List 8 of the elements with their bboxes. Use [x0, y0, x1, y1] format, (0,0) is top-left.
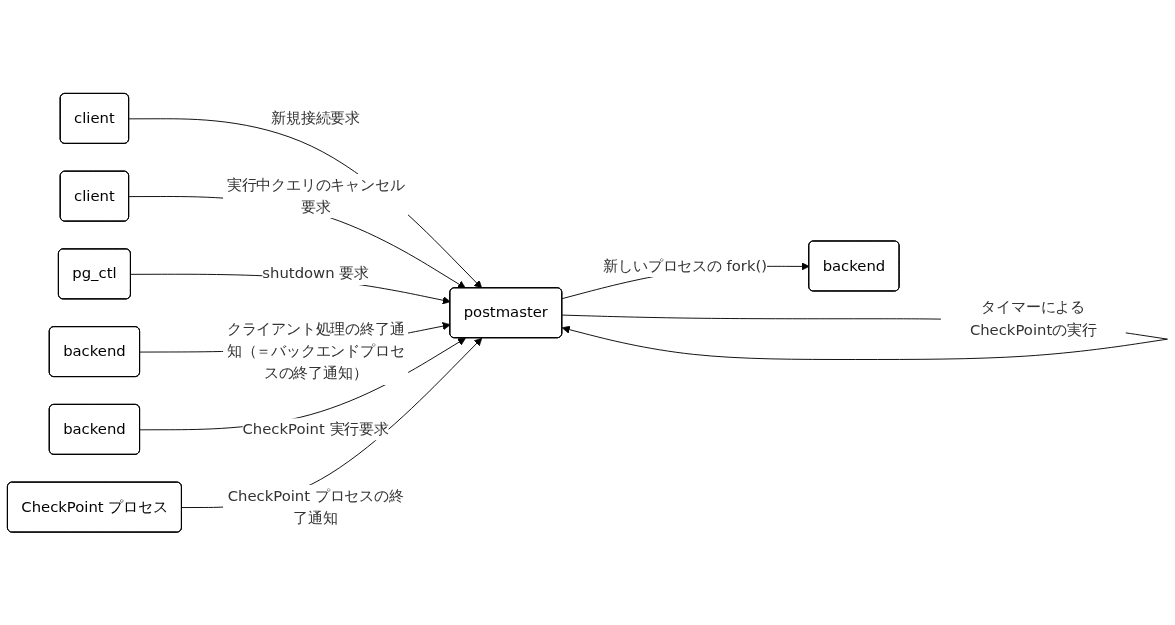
edge-label: タイマーによるCheckPointの実行 — [969, 298, 1097, 338]
edge-label: CheckPoint プロセスの終了通知 — [227, 486, 404, 527]
edge-label: 新規接続要求 — [271, 108, 361, 127]
edge-label: shutdown 要求 — [262, 264, 369, 282]
edge-label: 新しいプロセスの fork() — [603, 256, 768, 275]
edge-label: クライアント処理の終了通知（＝バックエンドプロセスの終了通知） — [226, 319, 405, 382]
edge-label: CheckPoint 実行要求 — [242, 419, 389, 438]
edge-label: 実行中クエリのキャンセル要求 — [226, 175, 405, 216]
